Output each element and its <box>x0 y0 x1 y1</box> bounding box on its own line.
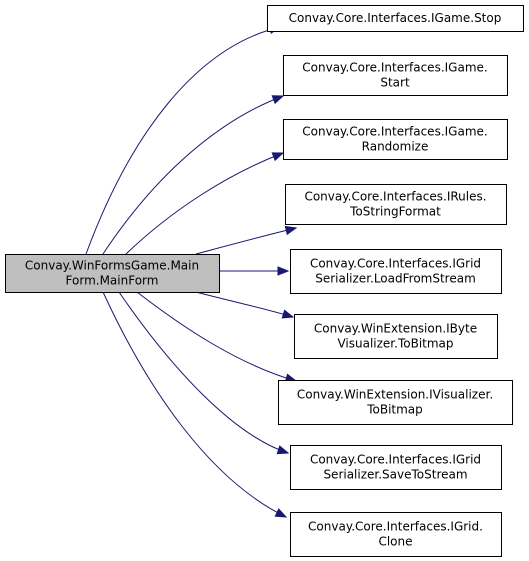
edge-clone <box>102 291 287 518</box>
arrowhead-savetostream <box>276 445 290 455</box>
node-start[interactable]: Convay.Core.Interfaces.IGame.Start <box>283 55 508 96</box>
edge-start <box>102 95 284 255</box>
node-tostringformat-box <box>285 184 507 225</box>
node-vistobitmap-label-line: Convay.WinExtension.IVisualizer. <box>297 388 493 402</box>
node-loadfromstream[interactable]: Convay.Core.Interfaces.IGridSerializer.L… <box>290 249 502 294</box>
node-savetostream-label-line: Convay.Core.Interfaces.IGrid <box>310 453 481 467</box>
node-bytetobitmap[interactable]: Convay.WinExtension.IByteVisualizer.ToBi… <box>294 314 498 359</box>
node-loadfromstream-label-line: Convay.Core.Interfaces.IGrid <box>310 257 481 271</box>
edges-layer <box>85 24 298 518</box>
edge-randomize <box>125 152 284 255</box>
node-start-box <box>283 55 508 96</box>
node-bytetobitmap-label-line: Visualizer.ToBitmap <box>337 337 453 351</box>
node-clone-label-line: Clone <box>378 535 412 549</box>
node-savetostream-label-line: Serializer.SaveToStream <box>323 468 467 482</box>
node-vistobitmap-box <box>278 380 513 425</box>
node-randomize-box <box>283 119 508 160</box>
node-tostringformat-label-line: Convay.Core.Interfaces.IRules. <box>304 190 486 204</box>
node-stop-label-line: Convay.Core.Interfaces.IGame.Stop <box>289 11 502 25</box>
node-randomize[interactable]: Convay.Core.Interfaces.IGame.Randomize <box>283 119 508 160</box>
edge-vistobitmap <box>136 291 297 382</box>
node-clone-box <box>290 512 502 557</box>
arrowhead-bytetobitmap <box>281 309 295 319</box>
node-start-label-line: Start <box>380 76 410 90</box>
node-bytetobitmap-box <box>294 314 498 359</box>
edge-stop <box>85 26 281 255</box>
node-stop-box <box>267 5 524 32</box>
node-tostringformat[interactable]: Convay.Core.Interfaces.IRules.ToStringFo… <box>285 184 507 225</box>
node-randomize-label-line: Convay.Core.Interfaces.IGame. <box>302 125 487 139</box>
node-start-label-line: Convay.Core.Interfaces.IGame. <box>302 61 487 75</box>
arrowhead-tostringformat <box>284 225 298 236</box>
node-vistobitmap[interactable]: Convay.WinExtension.IVisualizer.ToBitmap <box>278 380 513 425</box>
node-loadfromstream-box <box>290 249 502 294</box>
arrowhead-clone <box>274 508 288 518</box>
node-root[interactable]: Convay.WinFormsGame.MainForm.MainForm <box>5 254 220 293</box>
arrowhead-loadfromstream <box>277 266 290 276</box>
node-clone-label-line: Convay.Core.Interfaces.IGrid. <box>308 520 483 534</box>
arrowhead-start <box>271 95 285 105</box>
arrowhead-randomize <box>271 152 285 162</box>
node-savetostream-box <box>290 445 502 490</box>
nodes-layer: Convay.WinFormsGame.MainForm.MainFormCon… <box>5 5 524 557</box>
node-root-label-line: Convay.WinFormsGame.Main <box>25 259 199 273</box>
node-clone[interactable]: Convay.Core.Interfaces.IGrid.Clone <box>290 512 502 557</box>
node-randomize-label-line: Randomize <box>362 140 429 154</box>
node-bytetobitmap-label-line: Convay.WinExtension.IByte <box>314 322 477 336</box>
edge-bytetobitmap <box>195 291 294 318</box>
edge-savetostream <box>118 291 289 454</box>
node-stop[interactable]: Convay.Core.Interfaces.IGame.Stop <box>267 5 524 32</box>
node-root-box <box>5 254 220 293</box>
node-savetostream[interactable]: Convay.Core.Interfaces.IGridSerializer.S… <box>290 445 502 490</box>
edge-tostringformat <box>195 227 297 255</box>
node-tostringformat-label-line: ToStringFormat <box>349 205 441 219</box>
node-root-label-line: Form.MainForm <box>66 274 159 288</box>
node-loadfromstream-label-line: Serializer.LoadFromStream <box>315 272 476 286</box>
node-vistobitmap-label-line: ToBitmap <box>366 403 423 417</box>
